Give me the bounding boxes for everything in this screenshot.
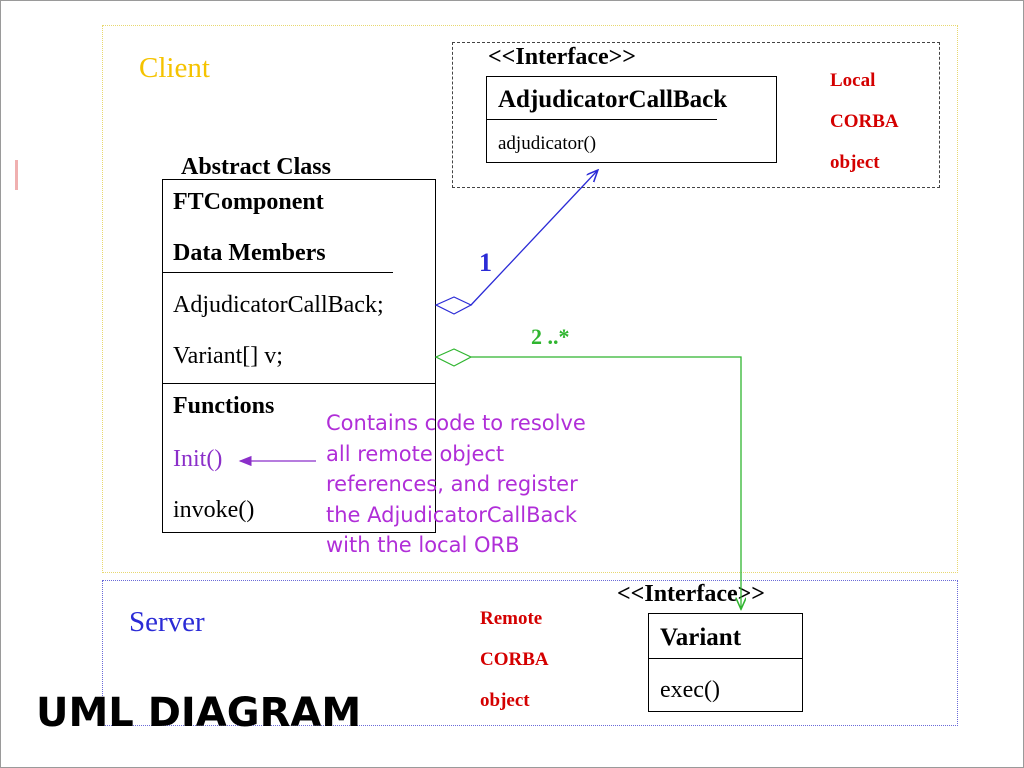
variant-multiplicity: 2 ..* xyxy=(531,324,570,349)
function-init: Init() xyxy=(173,446,223,472)
adjudicator-interface-name: AdjudicatorCallBack xyxy=(498,86,728,113)
abstract-class-label: Abstract Class xyxy=(181,154,331,180)
variant-interface-box: Variant exec() xyxy=(648,613,803,712)
left-accent-mark xyxy=(15,160,18,190)
init-note: Contains code to resolve all remote obje… xyxy=(326,411,586,557)
blue-aggregation-diamond-icon xyxy=(434,296,473,315)
client-label: Client xyxy=(139,52,210,84)
variant-association-line xyxy=(471,356,741,608)
members-separator xyxy=(163,272,393,273)
adjudicator-interface-box: AdjudicatorCallBack adjudicator() xyxy=(486,76,777,163)
local-label-line-2: CORBA xyxy=(830,111,899,132)
slide-title: UML DIAGRAM xyxy=(36,690,362,736)
server-label: Server xyxy=(129,606,205,638)
remote-label-line-1: Remote xyxy=(480,608,543,629)
variant-interface-name: Variant xyxy=(660,624,742,651)
adjudicator-multiplicity: 1 xyxy=(479,248,492,277)
adjudicator-association-line xyxy=(470,171,597,306)
ftcomponent-name: FTComponent xyxy=(173,189,324,215)
local-corba-label: Local CORBA object xyxy=(830,60,899,183)
remote-corba-label: Remote CORBA object xyxy=(480,598,549,721)
remote-label-line-2: CORBA xyxy=(480,649,549,670)
server-region xyxy=(102,580,958,726)
local-interface-region xyxy=(452,42,940,188)
member-variants: Variant[] v; xyxy=(173,343,283,369)
local-label-line-3: object xyxy=(830,152,880,173)
client-region xyxy=(102,25,958,573)
green-aggregation-diamond-icon xyxy=(434,348,473,367)
variant-method: exec() xyxy=(660,677,720,703)
variant-separator xyxy=(649,658,802,659)
adjudicator-stereotype: <<Interface>> xyxy=(488,44,636,70)
function-invoke: invoke() xyxy=(173,497,255,523)
adjudicator-method: adjudicator() xyxy=(498,133,597,154)
functions-separator xyxy=(163,383,435,384)
data-members-heading: Data Members xyxy=(173,240,326,266)
ftcomponent-class-box: FTComponent Data Members AdjudicatorCall… xyxy=(162,179,436,533)
adjudicator-separator xyxy=(487,119,717,120)
functions-heading: Functions xyxy=(173,393,275,419)
member-adjudicator: AdjudicatorCallBack; xyxy=(173,292,384,318)
remote-label-line-3: object xyxy=(480,690,530,711)
local-label-line-1: Local xyxy=(830,70,876,91)
